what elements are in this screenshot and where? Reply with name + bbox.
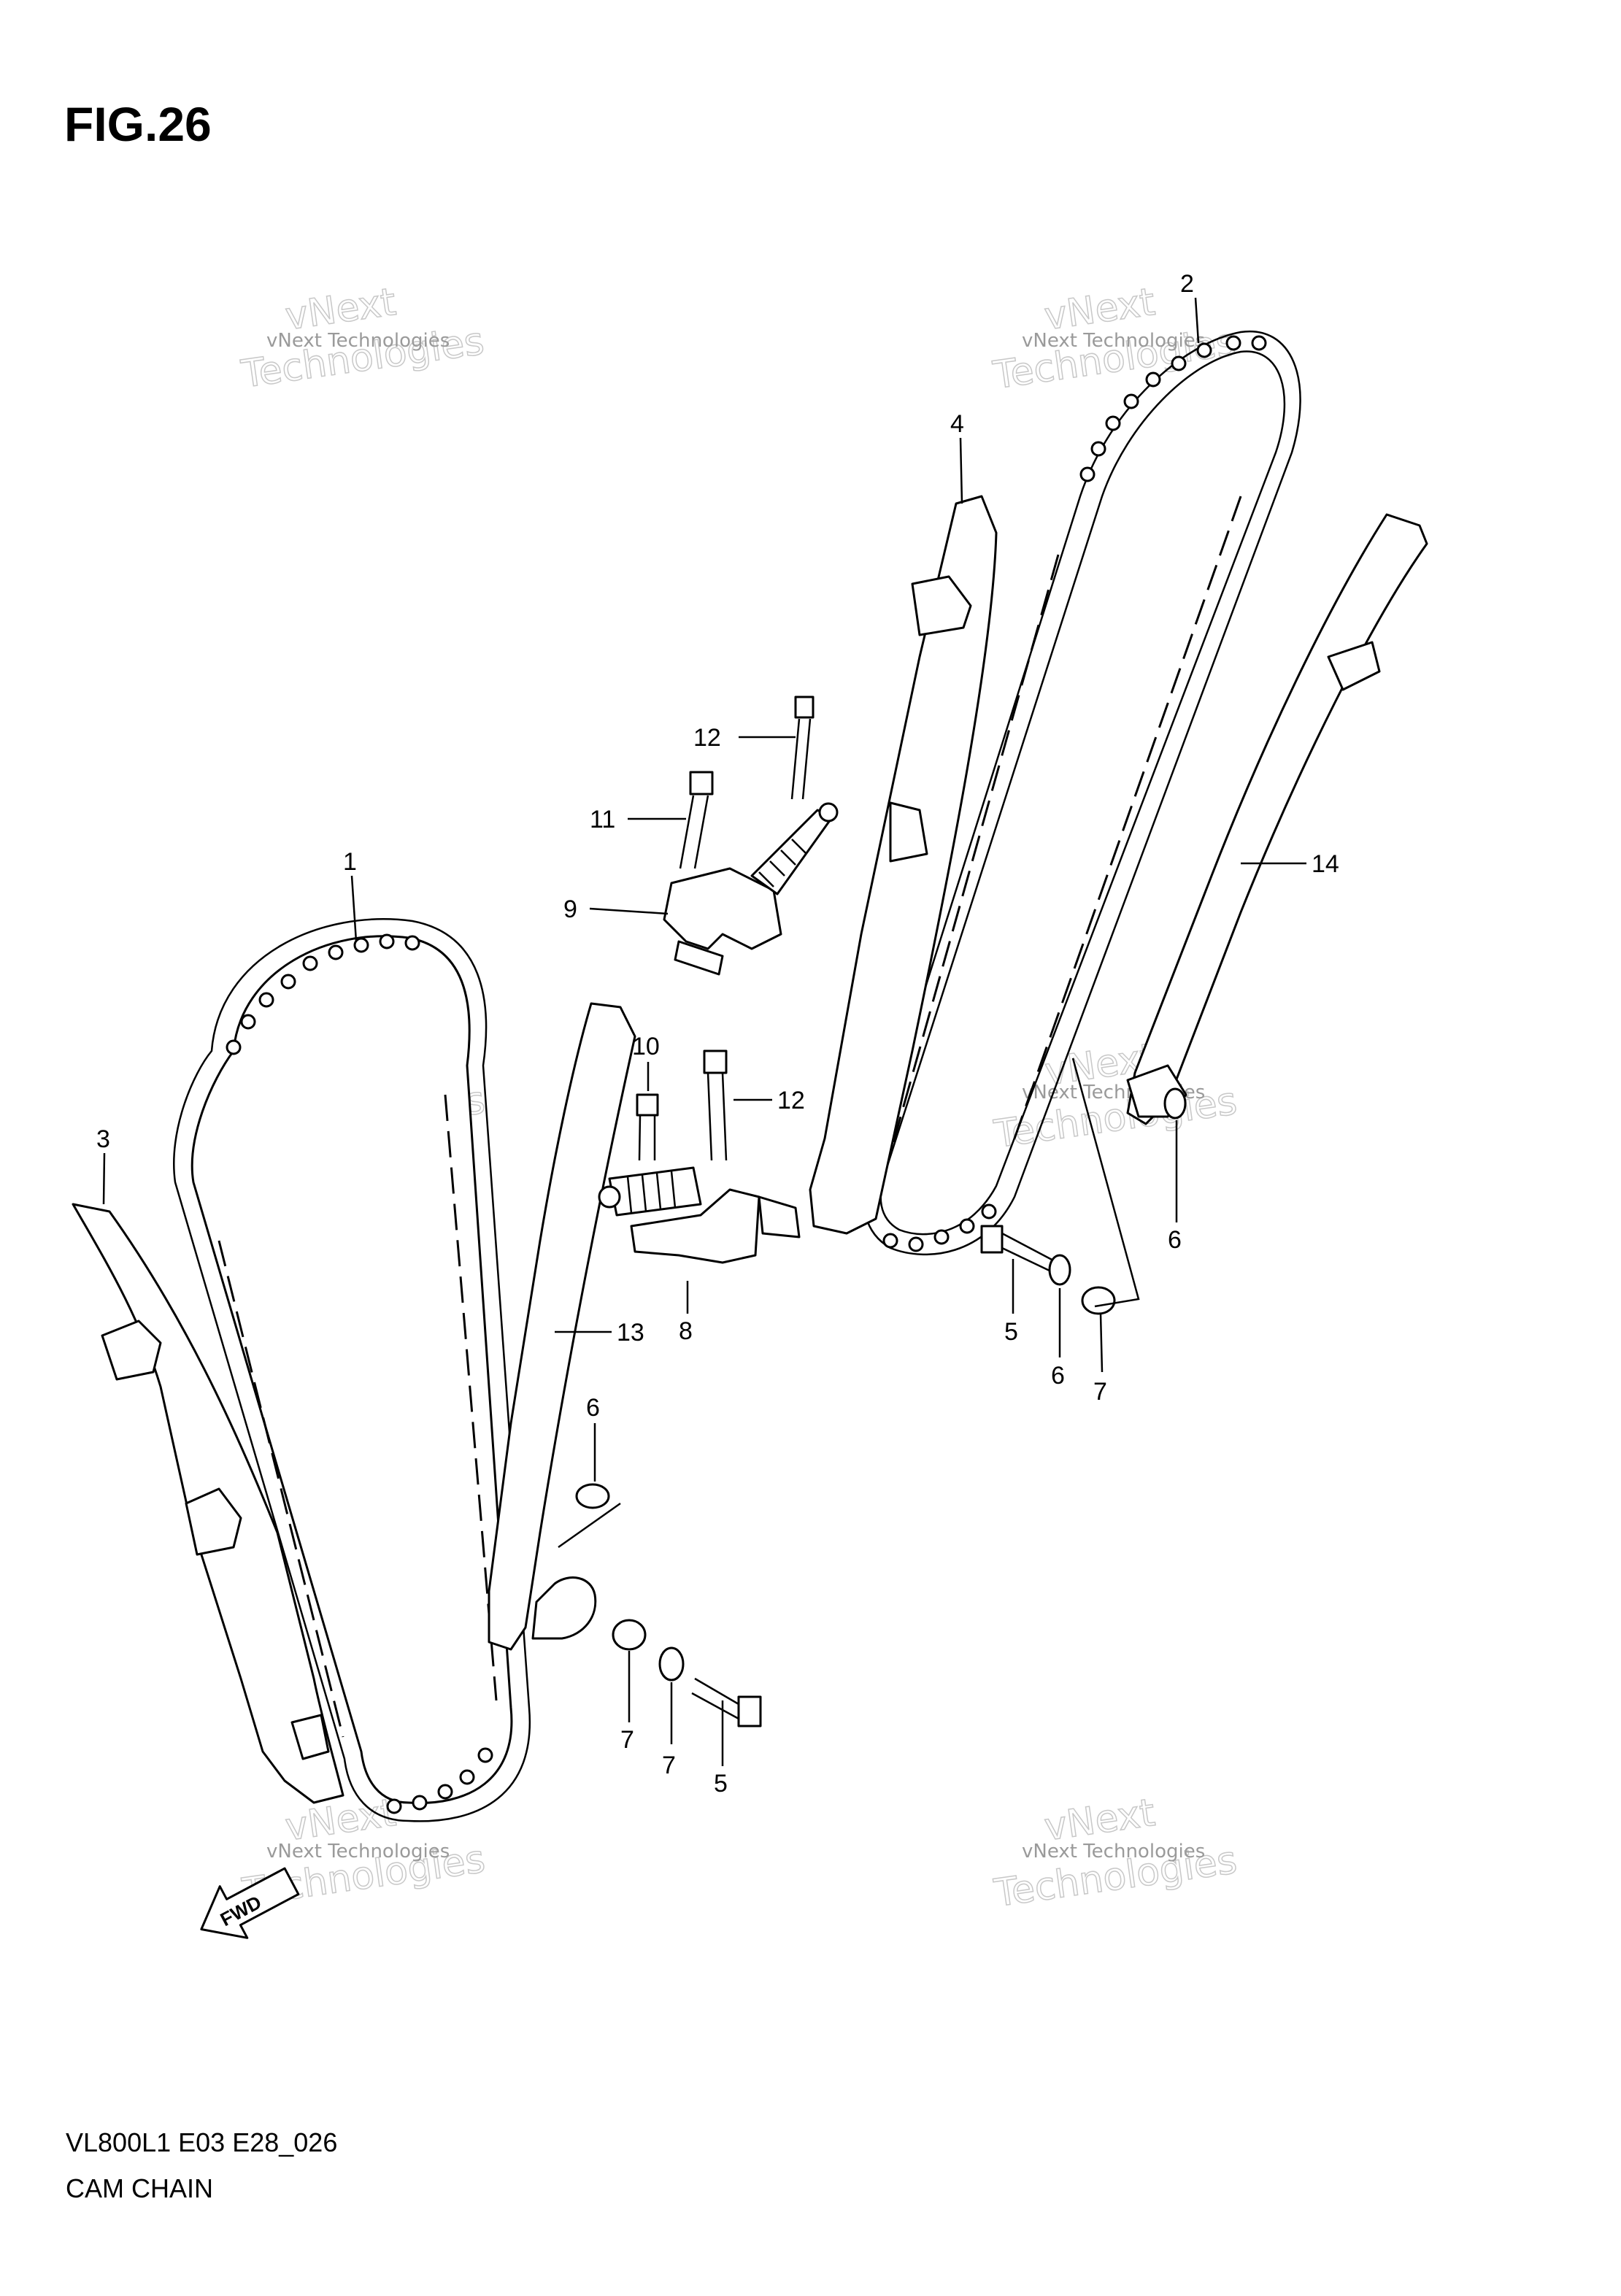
callout-10: 10	[632, 1033, 660, 1060]
bolt-10	[636, 1093, 659, 1161]
callout-11: 11	[590, 806, 615, 833]
bolt-5-front	[691, 1677, 762, 1727]
model-code: VL800L1 E03 E28_026	[66, 2127, 338, 2157]
callout-12-upper: 12	[693, 724, 721, 752]
figure-name: CAM CHAIN	[66, 2173, 214, 2203]
chain-guide-rear	[809, 495, 998, 1235]
callout-6-rear-arm: 6	[1168, 1226, 1182, 1254]
watermark-text-top-left: vNext Technologies	[266, 330, 450, 352]
callout-5-front: 5	[714, 1770, 728, 1798]
spacer-7-front	[612, 1619, 647, 1651]
chain-links-front-bottom	[386, 1747, 493, 1814]
callout-6-front-arm: 6	[586, 1394, 600, 1422]
callout-7-front: 7	[620, 1726, 634, 1754]
bolt-12-lower	[703, 1049, 728, 1161]
watermark-text-top-right: vNext Technologies	[1022, 330, 1205, 352]
callout-4: 4	[950, 410, 964, 438]
callout-13: 13	[617, 1319, 644, 1347]
callout-1: 1	[343, 848, 357, 876]
cam-chain-front	[173, 918, 531, 1822]
chain-guide-front-left	[72, 1203, 344, 1804]
figure-title: FIG.26	[64, 97, 212, 151]
leader-7-rear	[1099, 1313, 1104, 1373]
alignment-line-front	[558, 1502, 621, 1549]
chain-tensioner-arm-front	[488, 1002, 636, 1651]
chain-links-rear-bottom	[882, 1203, 997, 1252]
leader-9	[589, 907, 669, 915]
spacer-7-rear	[1081, 1286, 1116, 1315]
leader-1	[350, 875, 358, 942]
callout-5-rear: 5	[1004, 1318, 1018, 1346]
chain-tensioner-arm-rear	[1126, 513, 1428, 1125]
washer-6-rear-bolt	[1048, 1254, 1071, 1286]
chain-links-rear-top	[1079, 335, 1267, 482]
callout-8: 8	[679, 1317, 693, 1345]
bolt-5-rear	[980, 1225, 1055, 1273]
watermark-text-bottom-left: vNext Technologies	[266, 1841, 450, 1862]
callout-6-front-bolt: 7	[662, 1752, 676, 1779]
chain-links-front-top	[226, 933, 420, 1055]
bolt-11	[679, 771, 714, 869]
bolt-12-upper	[790, 696, 815, 800]
leader-4	[959, 437, 963, 504]
watermark-text-bottom-right: vNext Technologies	[1022, 1841, 1205, 1862]
callout-2: 2	[1180, 270, 1194, 298]
callout-3: 3	[96, 1125, 110, 1153]
callout-6-rear-bolt: 6	[1051, 1362, 1065, 1390]
leader-2	[1194, 297, 1200, 344]
cam-chain-rear	[863, 330, 1301, 1256]
callout-7-rear: 7	[1093, 1378, 1107, 1406]
tensioner-adjuster-upper	[663, 802, 839, 976]
alignment-line-rear	[1071, 1058, 1140, 1308]
washer-6-rear-arm	[1163, 1087, 1187, 1120]
callout-9: 9	[563, 895, 577, 923]
callout-14: 14	[1312, 850, 1339, 878]
tensioner-adjuster-lower	[598, 1166, 801, 1264]
washer-6-front-arm	[575, 1483, 610, 1509]
callout-12-lower: 12	[777, 1087, 805, 1114]
washer-6-front-bolt	[658, 1646, 685, 1681]
